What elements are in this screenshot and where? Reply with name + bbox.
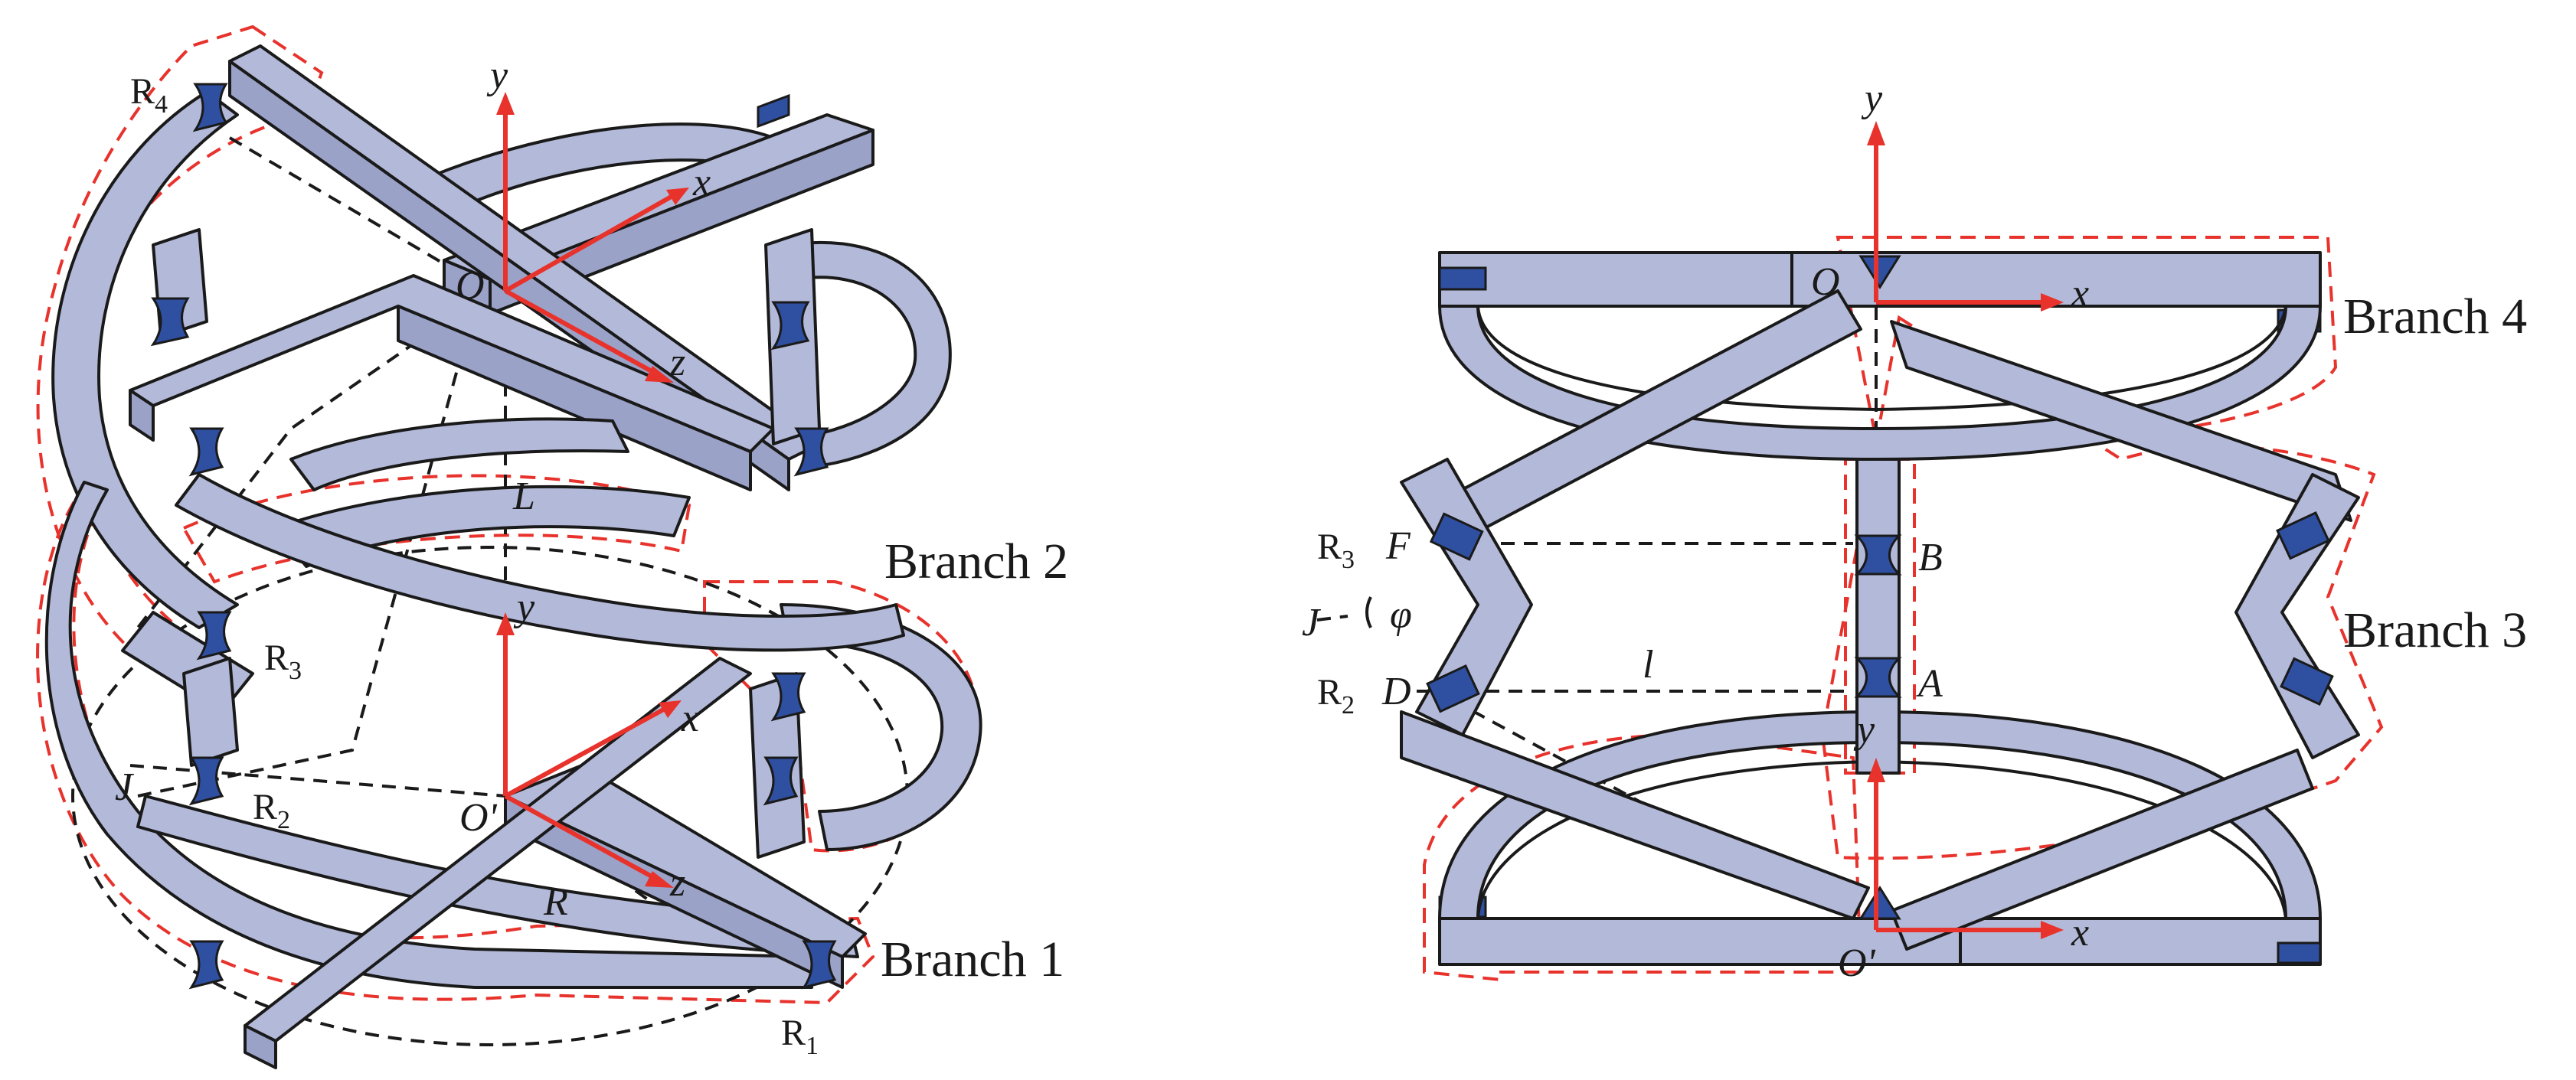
- flexure-hinge-center-1: [188, 427, 224, 477]
- flexure-hinge-right-2: [793, 427, 829, 477]
- flexure-hinge-right-4: [763, 756, 799, 806]
- axes-bottom-left: [496, 612, 682, 888]
- upper-bar-diag: [228, 44, 821, 461]
- flexure-hinge-right-1: [2276, 511, 2330, 560]
- label-F: F: [1385, 524, 1411, 568]
- label-branch3: Branch 3: [2343, 602, 2527, 658]
- left-isometric-view: R4 y x O z L y x O' z R J R3 R2 R1 Branc…: [36, 24, 1068, 1069]
- label-top-y: y: [486, 54, 508, 97]
- right-zigzag: [2234, 473, 2360, 759]
- lower-ring-back: [274, 485, 691, 568]
- label-branch4: Branch 4: [2343, 289, 2527, 344]
- label-phi: φ: [1390, 593, 1412, 637]
- label-top-z: z: [669, 341, 685, 384]
- flexure-hinge-B: [1854, 534, 1902, 576]
- flexure-hinge-A: [1854, 657, 1902, 698]
- flexure-hinge-right-3: [770, 672, 806, 722]
- left-zigzag: [1400, 458, 1533, 736]
- label-bottom-z: z: [669, 861, 685, 905]
- arm-lower-left: [1400, 710, 1870, 920]
- label-top-O: O: [456, 264, 485, 308]
- helical-arm-lower-outer: [44, 481, 813, 989]
- label-right-bottom-x: x: [2071, 911, 2089, 954]
- label-D: D: [1381, 670, 1411, 713]
- label-R4: R4: [130, 71, 168, 119]
- arm-upper-right: [1890, 320, 2352, 522]
- label-R1: R1: [781, 1013, 819, 1060]
- label-R3-right: R3: [1317, 527, 1355, 574]
- label-R2-right: R2: [1317, 672, 1355, 719]
- arm-lower-right: [1890, 749, 2314, 951]
- left-post-lower: [182, 657, 239, 767]
- flexure-hinge-R4: [192, 83, 228, 132]
- label-right-bottom-O: O': [1838, 941, 1876, 985]
- lower-bar-diag: [136, 795, 859, 958]
- label-J-left: J: [115, 765, 135, 809]
- axes-top-right: [1867, 121, 2064, 312]
- flexure-hinge-R3: [196, 611, 232, 661]
- label-branch2: Branch 2: [884, 533, 1068, 589]
- flexure-hinge-right-1: [770, 301, 810, 351]
- flexure-hinge-R2: [188, 756, 224, 806]
- bottom-plate: [1438, 917, 2322, 966]
- axes-bottom-right: [1867, 758, 2064, 939]
- lower-bar-x-side: [244, 1024, 277, 1069]
- flexure-hinge-left-1: [150, 297, 190, 347]
- construction-dash-4: [129, 764, 506, 798]
- label-right-top-O: O: [1811, 260, 1840, 304]
- construction-dash-1: [136, 136, 493, 629]
- label-l: l: [1643, 643, 1653, 687]
- label-right-top-x: x: [2071, 272, 2089, 315]
- label-R: R: [543, 880, 568, 924]
- angle-phi-bracket: [1365, 596, 1372, 628]
- label-top-x: x: [692, 161, 711, 204]
- top-plate-flex-left: [1438, 266, 1487, 291]
- label-B: B: [1918, 536, 1943, 579]
- label-bottom-O: O': [459, 796, 498, 840]
- label-R3-left: R3: [264, 638, 302, 685]
- flexure-hinge-right-2: [2280, 657, 2334, 706]
- right-front-view: y O x Branch 4 Branch 3 R3 F J φ R2 D l …: [1302, 77, 2527, 985]
- label-bottom-x: x: [681, 697, 699, 740]
- lower-ring: [1438, 710, 2322, 920]
- helical-arm-middle: [175, 473, 905, 652]
- label-J-right: J: [1302, 601, 1322, 644]
- upper-bar-z-side2: [397, 305, 752, 491]
- label-right-bottom-y: y: [1853, 708, 1875, 752]
- label-L: L: [512, 475, 535, 518]
- label-A: A: [1916, 662, 1943, 706]
- construction-line-J: [1316, 615, 1348, 622]
- flexure-hinge-O-bottom: [1858, 886, 1901, 920]
- lower-right-loop: [780, 603, 982, 851]
- axes-top-left: [496, 92, 689, 383]
- upper-ring-inner: [1476, 305, 2287, 412]
- label-R2-left: R2: [253, 787, 290, 834]
- flexure-hinge-R1: [801, 940, 837, 990]
- label-branch1: Branch 1: [881, 932, 1064, 987]
- arm-upper-left: [1446, 289, 1862, 537]
- flexure-hinge-F: [1429, 512, 1484, 561]
- flexure-hinge-O-top: [1858, 255, 1901, 289]
- flexure-hinge-upper-right: [757, 93, 790, 129]
- center-column-outline: [1844, 458, 1916, 775]
- upper-bar-z-side: [129, 389, 155, 442]
- flexure-hinge-lower-left: [188, 940, 224, 990]
- helical-arm-middle-2: [289, 417, 629, 491]
- label-right-top-y: y: [1861, 77, 1883, 120]
- label-bottom-y: y: [513, 586, 535, 629]
- bottom-plate-flex-right: [2277, 941, 2322, 964]
- flexure-hinge-D: [1426, 664, 1480, 713]
